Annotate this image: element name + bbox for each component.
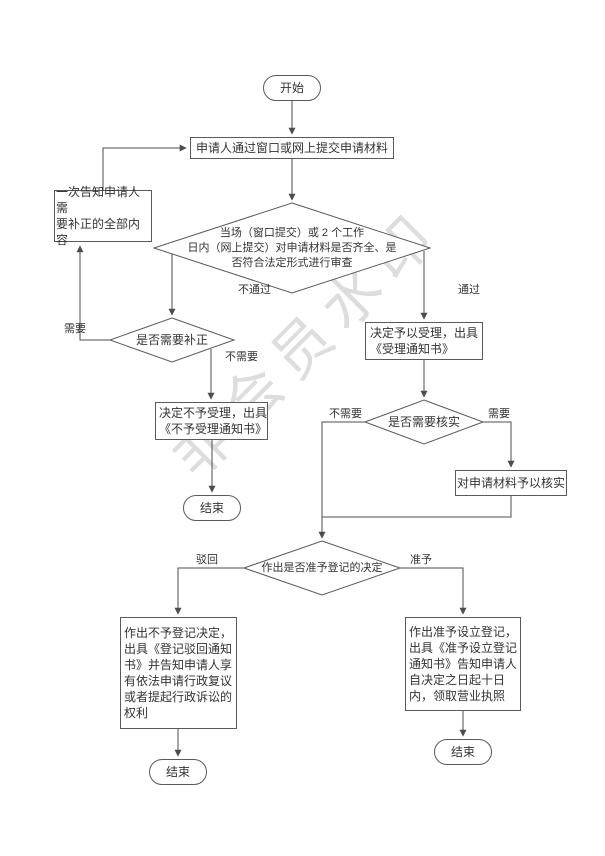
node-submit-materials: 申请人通过窗口或网上提交申请材料 (190, 137, 394, 159)
edge-label-granted: 准予 (410, 554, 432, 566)
node-register-decision-label: 作出是否准予登记的决定 (261, 561, 383, 574)
node-verify-question-label: 是否需要核实 (387, 415, 460, 429)
edge-label-need: 需要 (64, 323, 86, 335)
edge-label-fail: 不通过 (238, 284, 271, 296)
node-accept: 决定予以受理，出具 《受理通知书》 (365, 322, 483, 360)
edge-label-pass: 通过 (458, 284, 480, 296)
edge-decision-reject (174, 567, 244, 615)
edge-decision-grant (400, 567, 467, 615)
decision-need-correction-shape (108, 317, 236, 363)
edge-label-verify-yes: 需要 (488, 408, 510, 420)
edge-verify-no (318, 421, 365, 539)
edge-need-correction-yes (76, 245, 110, 341)
edge-verify-join (322, 496, 512, 518)
node-start: 开始 (263, 75, 321, 101)
node-verify-materials: 对申请材料予以核实 (455, 470, 567, 496)
node-end-1: 结束 (183, 495, 241, 521)
node-deny-registration: 作出不予登记决定， 出具《登记驳回通知 书》并告知申请人享 有依法申请行政复议 … (120, 617, 237, 729)
node-end-3: 结束 (434, 739, 492, 765)
node-need-correction-label: 是否需要补正 (135, 333, 208, 347)
decision-verify-shape (363, 399, 485, 445)
edge-label-rejected: 驳回 (196, 554, 218, 566)
node-notify-correction: 一次告知申请人需 要补正的全部内容 (54, 185, 152, 247)
node-reject-acceptance: 决定不予受理，出具 《不予受理通知书》 (155, 402, 268, 440)
decision-register-shape (242, 540, 402, 596)
edge-label-verify-no: 不需要 (329, 408, 362, 420)
node-grant-registration: 作出准予设立登记， 出具《准予设立登记 通知书》告知申请人 自决定之日起十日 内… (405, 617, 521, 711)
node-review-decision-label: 当场（窗口提交）或 2 个工作 日内（网上提交）对申请材料是否齐全、是 否符合法… (187, 226, 397, 269)
edge-verify-yes (483, 421, 515, 468)
decision-review-shape (152, 202, 432, 294)
edge-notify-loopback (102, 144, 187, 190)
edge-label-no-need: 不需要 (225, 351, 258, 363)
node-end-2: 结束 (149, 759, 207, 785)
